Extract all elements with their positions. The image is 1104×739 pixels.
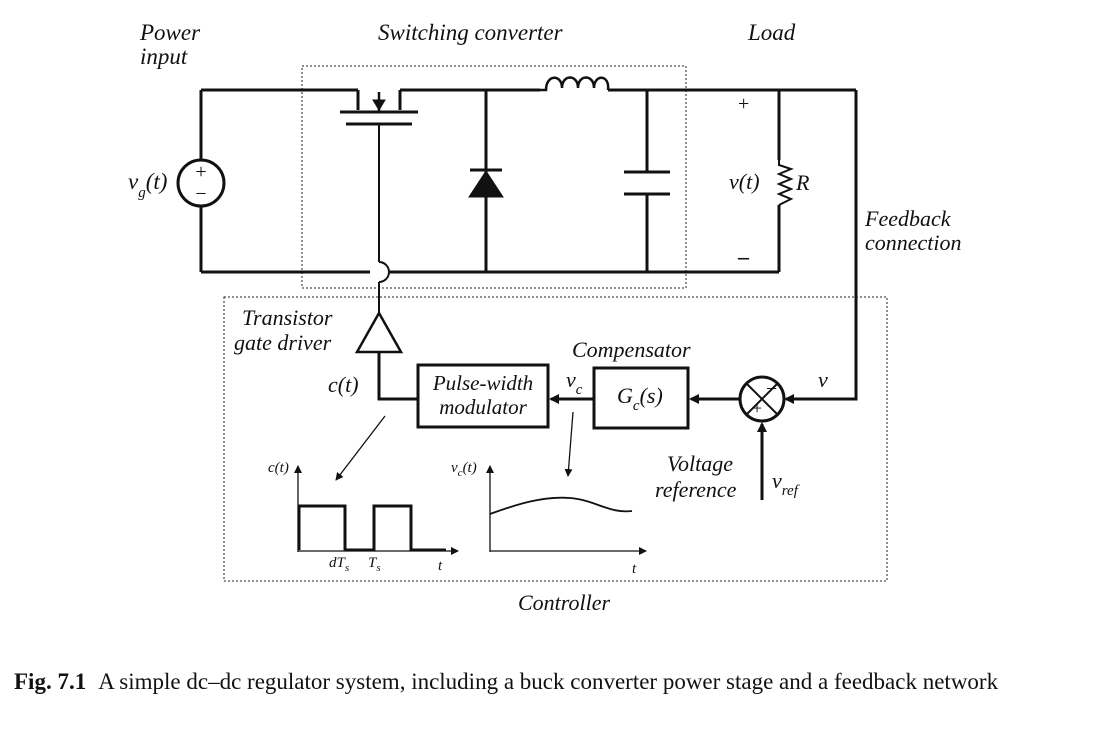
controller-box (223, 296, 888, 582)
vc-waveform (489, 496, 633, 515)
ct-waveform-plot: c(t) dTs Ts t (268, 460, 459, 574)
vc-plot-xlabel: t (632, 561, 637, 577)
power-stage-wires (199, 88, 858, 401)
figure-caption-text: A simple dc–dc regulator system, includi… (98, 669, 999, 694)
gate-driver-symbol (354, 310, 404, 354)
resistor-label: R (795, 170, 810, 195)
ts-tick-label: Ts (368, 555, 381, 574)
pwm-label: Pulse-width (432, 371, 533, 395)
figure-caption: Fig. 7.1 A simple dc–dc regulator system,… (14, 667, 1096, 697)
compensator-label: Compensator (572, 337, 691, 362)
gc-label: Gc(s) (617, 383, 663, 414)
ct-signal-wire (377, 352, 418, 401)
switching-converter-box (301, 65, 687, 289)
svg-text:+: + (195, 161, 206, 183)
ct-waveform (297, 504, 446, 552)
load-label: Load (747, 20, 796, 45)
vc-waveform-plot: vc(t) t (451, 460, 647, 577)
dts-tick-label: dTs (329, 555, 349, 574)
vout-label: v(t) (729, 169, 760, 194)
ct-plot-xlabel: t (438, 558, 443, 574)
output-minus: – (737, 244, 750, 269)
vc-label: vc (566, 367, 583, 398)
svg-text:−: − (195, 183, 206, 205)
power-input-label-2: input (140, 44, 188, 69)
capacitor-symbol (624, 170, 670, 196)
gate-driver-label-2: gate driver (234, 330, 332, 355)
summer-minus: − (766, 378, 777, 400)
pwm-block (416, 363, 550, 429)
summer-plus: + (752, 398, 762, 418)
switching-converter-label: Switching converter (378, 20, 564, 45)
feedback-label-2: connection (865, 230, 962, 255)
mosfet-symbol (340, 90, 418, 312)
inductor-symbol (540, 76, 610, 92)
output-plus: + (738, 93, 749, 115)
gate-driver-label: Transistor (242, 305, 333, 330)
vref-label: vref (772, 468, 800, 499)
vg-label: vg(t) (128, 169, 167, 201)
voltage-source-symbol: + − (176, 158, 226, 208)
ct-pointer-arrow (335, 415, 386, 481)
resistor-symbol (776, 160, 794, 206)
voltage-reference-label-2: reference (655, 477, 737, 502)
controller-label: Controller (518, 590, 611, 615)
vc-plot-ylabel: vc(t) (451, 460, 477, 479)
v-label: v (818, 367, 828, 392)
compensator-block (592, 366, 690, 430)
feedback-label: Feedback (864, 206, 952, 231)
diode-symbol (468, 168, 504, 198)
figure-number: Fig. 7.1 (14, 669, 87, 694)
ct-plot-ylabel: c(t) (268, 460, 289, 476)
ct-label: c(t) (328, 372, 359, 397)
voltage-reference-label: Voltage (667, 451, 733, 476)
pwm-label-2: modulator (439, 395, 527, 419)
power-input-label: Power (139, 20, 201, 45)
vc-pointer-arrow (564, 411, 574, 477)
